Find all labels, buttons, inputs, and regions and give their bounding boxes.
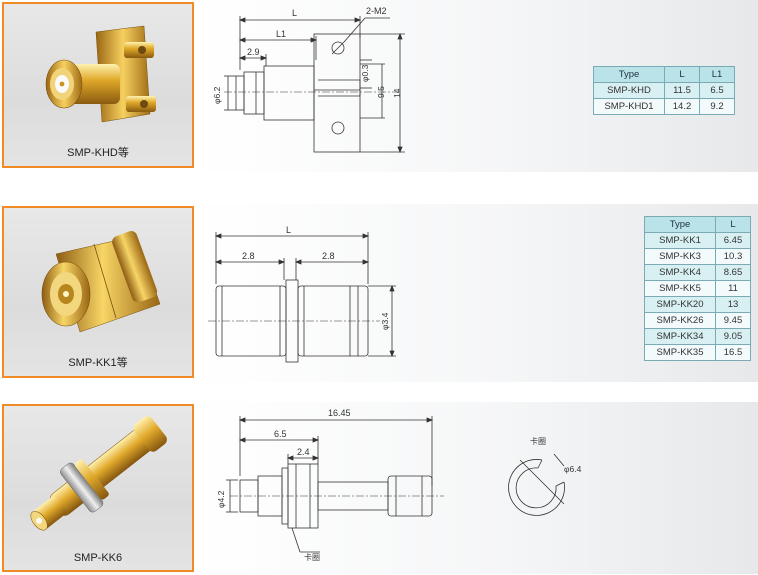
dim-L: L: [286, 225, 291, 235]
col-header-l: L: [664, 66, 700, 83]
cell-type: SMP-KK26: [644, 312, 716, 329]
spec-table-khd: Type L L1 SMP-KHD 11.5 6.5 SMP-KHD1 14.2…: [593, 66, 735, 115]
connector-photo-kk6: [30, 416, 167, 531]
cell-type: SMP-KK35: [644, 344, 716, 361]
dim-6-5: 6.5: [274, 429, 287, 439]
note-clip-ring-detail: 卡圈: [530, 436, 546, 446]
dim-16-45: 16.45: [328, 408, 351, 418]
product-row-kk6: SMP-KK6 16.45: [0, 402, 758, 574]
cell-type: SMP-KK34: [644, 328, 716, 345]
dim-L1: L1: [276, 29, 286, 39]
dim-L: L: [292, 8, 297, 18]
dim-phi-3-4: φ3.4: [380, 312, 390, 330]
drawing-kk1: L 2.8 2.8 φ3.4: [208, 225, 396, 363]
dim-phi-4-2: φ4.2: [216, 490, 226, 508]
dim-9-5: 9.5: [376, 86, 386, 98]
cell-l: 9.05: [715, 328, 751, 345]
table-row: SMP-KHD1 14.2 9.2: [593, 98, 735, 115]
product-row-khd: SMP-KHD等 L: [0, 0, 758, 172]
cell-l: 8.65: [715, 264, 751, 281]
connector-photo-kk1: [41, 231, 161, 333]
cell-l: 9.45: [715, 312, 751, 329]
cell-l: 16.5: [715, 344, 751, 361]
cell-l1: 6.5: [699, 82, 735, 99]
dim-phi-6-2: φ6.2: [212, 86, 222, 104]
col-header-type: Type: [644, 216, 716, 233]
cell-l: 10.3: [715, 248, 751, 265]
cell-l: 14.2: [664, 98, 700, 115]
cell-l: 6.45: [715, 232, 751, 249]
drawing-khd: L L1 2.9 2-M2 φ6.2 φ0.3 9.5 14: [212, 6, 405, 154]
dim-2-4: 2.4: [297, 447, 310, 457]
dim-2-m2: 2-M2: [366, 6, 387, 16]
product-photo-kk6[interactable]: SMP-KK6: [2, 404, 194, 572]
cell-l: 13: [715, 296, 751, 313]
product-label-khd: SMP-KHD等: [67, 147, 129, 159]
drawing-kk6: 16.45 6.5 2.4 φ4.2 φ6.4 卡圈 卡圈: [216, 408, 582, 562]
product-label-kk6: SMP-KK6: [73, 552, 123, 564]
cell-type: SMP-KK4: [644, 264, 716, 281]
row-background: [196, 402, 758, 574]
dim-phi-0-3: φ0.3: [360, 64, 370, 82]
dim-2-8-right: 2.8: [322, 251, 335, 261]
note-clip-ring: 卡圈: [304, 552, 320, 562]
cell-l: 11: [715, 280, 751, 297]
table-row: SMP-KHD 11.5 6.5: [593, 82, 735, 99]
col-header-l1: L1: [699, 66, 735, 83]
col-header-type: Type: [593, 66, 665, 83]
cell-type: SMP-KK20: [644, 296, 716, 313]
table-header-row: Type L: [644, 216, 751, 233]
cell-type: SMP-KHD: [593, 82, 665, 99]
product-photo-khd[interactable]: SMP-KHD等: [2, 2, 194, 168]
cell-l: 11.5: [664, 82, 700, 99]
dim-2-9: 2.9: [247, 47, 260, 57]
cell-type: SMP-KK3: [644, 248, 716, 265]
product-photo-kk1[interactable]: SMP-KK1等: [2, 206, 194, 378]
cell-l1: 9.2: [699, 98, 735, 115]
product-label-kk1: SMP-KK1等: [68, 357, 128, 369]
dim-phi-6-4: φ6.4: [564, 464, 582, 474]
table-header-row: Type L L1: [593, 66, 735, 83]
product-row-kk1: SMP-KK1等 L 2.8 2.8 φ3.4 Type: [0, 204, 758, 382]
col-header-l: L: [715, 216, 751, 233]
cell-type: SMP-KK1: [644, 232, 716, 249]
cell-type: SMP-KK5: [644, 280, 716, 297]
dim-14: 14: [392, 88, 402, 98]
cell-type: SMP-KHD1: [593, 98, 665, 115]
connector-photo-khd: [45, 25, 156, 123]
dim-2-8-left: 2.8: [242, 251, 255, 261]
